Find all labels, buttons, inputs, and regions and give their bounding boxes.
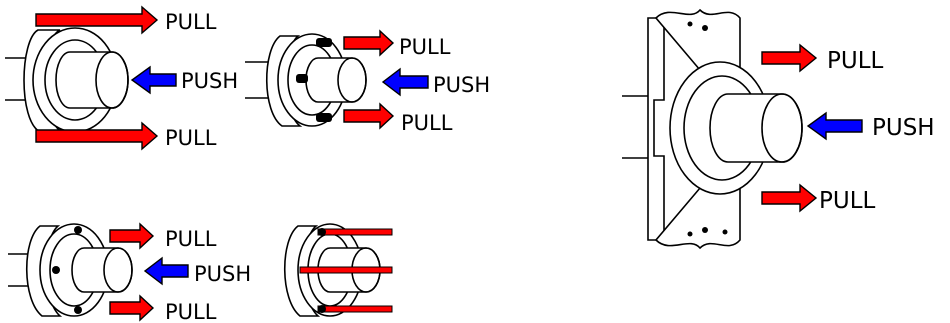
pull-arrow-top xyxy=(343,29,395,57)
pull-arrow-top xyxy=(109,222,155,250)
through-rod-puller-figure xyxy=(283,223,393,317)
push-arrow xyxy=(143,256,189,286)
push-label: PUSH xyxy=(181,69,238,93)
pull-arrow-bottom xyxy=(343,102,395,130)
jaw-puller-figure: PULL PUSH PULL xyxy=(5,5,238,151)
pull-label: PULL xyxy=(399,35,451,59)
pull-arrow-bottom xyxy=(35,121,159,151)
push-arrow xyxy=(130,65,177,95)
pull-label: PULL xyxy=(165,300,217,323)
pull-rod-bottom xyxy=(317,305,393,313)
pull-rod-middle xyxy=(299,266,393,274)
flange-bolt-puller-figure: PULL PUSH PULL xyxy=(8,222,251,323)
push-arrow xyxy=(806,111,863,141)
push-label: PUSH xyxy=(433,73,490,97)
pull-label: PULL xyxy=(165,10,217,34)
pull-label: PULL xyxy=(819,188,876,214)
pull-label: PULL xyxy=(827,48,884,74)
push-label: PUSH xyxy=(194,262,251,286)
large-puller-figure: PULL PUSH PULL xyxy=(622,8,935,250)
push-label: PUSH xyxy=(872,115,935,141)
bolt-puller-figure: PULL PUSH PULL xyxy=(245,29,490,135)
pull-rod-top xyxy=(317,228,393,236)
pull-label: PULL xyxy=(165,227,217,251)
pull-label: PULL xyxy=(165,126,217,150)
pull-arrow-bottom xyxy=(109,294,155,322)
pull-arrow-top xyxy=(761,43,818,73)
pull-label: PULL xyxy=(401,111,453,135)
pull-arrow-top xyxy=(35,5,159,35)
push-arrow xyxy=(381,67,429,97)
pull-arrow-bottom xyxy=(761,183,818,213)
